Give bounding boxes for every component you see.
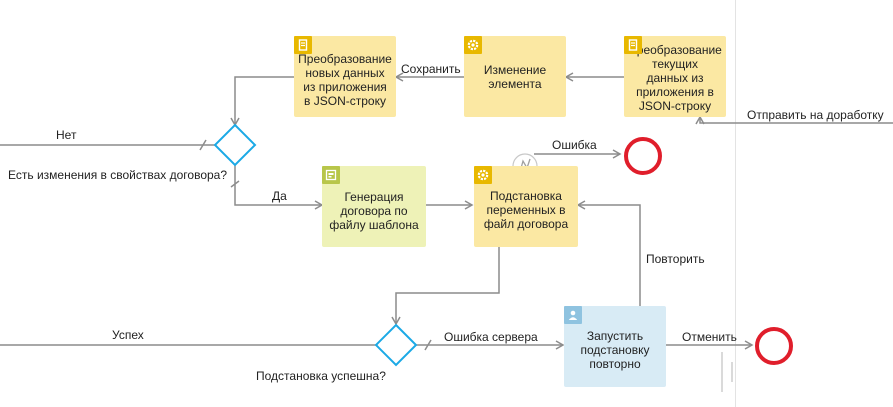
task-substitute-vars[interactable]: Подстановка переменных в файл договора bbox=[474, 166, 578, 247]
label-success: Успех bbox=[112, 328, 144, 342]
default-marker bbox=[424, 339, 432, 351]
flow-new-to-gateway[interactable] bbox=[230, 76, 294, 127]
task-generate-contract[interactable]: Генерация договора по файлу шаблона bbox=[322, 166, 426, 247]
end-event-error[interactable] bbox=[624, 137, 662, 175]
label-success-question: Подстановка успешна? bbox=[256, 369, 386, 383]
lane-divider bbox=[735, 0, 736, 407]
task-substitute-vars-label: Подстановка переменных в файл договора bbox=[483, 188, 569, 231]
task-restart-substitution-label: Запустить подстановку повторно bbox=[580, 328, 650, 371]
task-convert-current-label: Преобразование текущих данных из приложе… bbox=[628, 43, 722, 113]
task-restart-substitution[interactable]: Запустить подстановку повторно bbox=[564, 306, 666, 387]
label-send-back: Отправить на доработку bbox=[747, 108, 884, 122]
label-cancel: Отменить bbox=[682, 330, 737, 344]
default-marker bbox=[199, 139, 207, 151]
flow-yes[interactable] bbox=[234, 165, 324, 210]
gateway-changes[interactable] bbox=[213, 123, 257, 167]
flow-repeat[interactable] bbox=[576, 200, 641, 306]
end-event-cancel[interactable] bbox=[755, 327, 793, 365]
flow-send-back[interactable] bbox=[695, 115, 893, 125]
flow-substitute-to-gateway[interactable] bbox=[391, 247, 500, 326]
gateway-success[interactable] bbox=[374, 323, 418, 367]
label-changes-question: Есть изменения в свойствах договора? bbox=[8, 168, 228, 182]
default-marker bbox=[230, 180, 240, 188]
task-convert-new-label: Преобразование новых данных из приложени… bbox=[298, 51, 392, 108]
task-change-element[interactable]: Изменение элемента bbox=[464, 36, 566, 117]
task-convert-new[interactable]: Преобразование новых данных из приложени… bbox=[294, 36, 396, 117]
label-server-error: Ошибка сервера bbox=[444, 330, 538, 344]
task-convert-current[interactable]: Преобразование текущих данных из приложе… bbox=[624, 36, 726, 117]
label-no: Нет bbox=[56, 128, 77, 142]
label-save: Сохранить bbox=[401, 62, 461, 76]
script-icon bbox=[294, 36, 312, 54]
user-icon bbox=[564, 306, 582, 324]
label-repeat: Повторить bbox=[646, 252, 705, 266]
gear-icon bbox=[474, 166, 492, 184]
template-icon bbox=[322, 166, 340, 184]
task-generate-contract-label: Генерация договора по файлу шаблона bbox=[329, 189, 419, 232]
label-error: Ошибка bbox=[552, 138, 597, 152]
script-icon bbox=[624, 36, 642, 54]
gear-icon bbox=[464, 36, 482, 54]
task-change-element-label: Изменение элемента bbox=[483, 62, 547, 91]
label-yes: Да bbox=[272, 189, 287, 203]
